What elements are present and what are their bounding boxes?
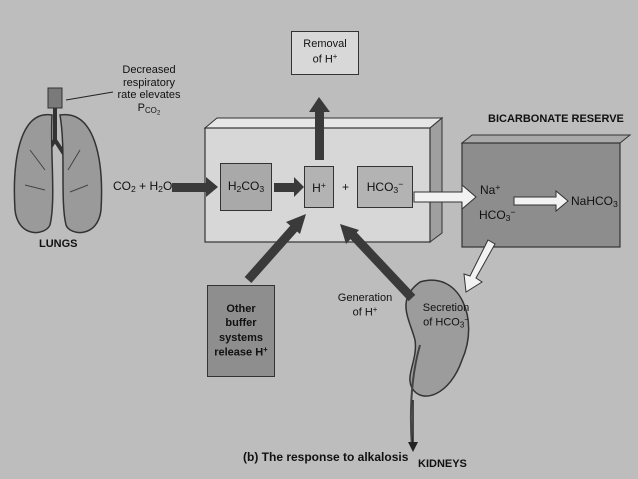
h2co3-box: H2CO3	[220, 163, 272, 211]
removal-box: Removal of H+	[291, 31, 359, 75]
secretion-line-1: Secretion	[422, 302, 470, 314]
buffer-release-arrow	[244, 214, 306, 283]
other-buffer-line-1: Other	[226, 303, 256, 316]
h2co3-sub1: 2	[236, 184, 242, 195]
other-buffer-box: Other buffer systems release H+	[207, 285, 275, 377]
pco2-label: PCO2	[114, 102, 184, 117]
nahco3-sub: 3	[613, 199, 618, 210]
removal-arrow	[309, 97, 330, 160]
h-plus-base: H	[312, 180, 321, 195]
h2co3-label: H2CO3	[228, 179, 264, 194]
h2co3-h: H	[227, 179, 237, 194]
hco3-to-reserve-arrow	[413, 183, 477, 211]
pco2-sub: CO2	[144, 105, 161, 117]
removal-line2-text: of H	[312, 53, 333, 66]
decreased-respiratory-label: Decreased respiratory rate elevates PCO2	[114, 64, 184, 116]
na-base: Na	[480, 182, 496, 197]
other-buffer-line-4-wrap: release H+	[214, 345, 268, 360]
kidney-illustration	[405, 279, 470, 449]
kidney-ureter-arrow	[408, 400, 418, 452]
co2-to-h2co3-arrow	[172, 177, 218, 197]
na-label: Na+	[480, 182, 501, 198]
co2-base: CO	[113, 179, 131, 193]
plus-text: +	[135, 179, 150, 193]
pco2-sub2: 2	[156, 109, 161, 117]
reserve-hco3-label: HCO3−	[479, 207, 516, 224]
co2-h2o-label: CO2 + H2O	[113, 179, 173, 195]
hco3-base: HCO	[366, 179, 394, 194]
reserve-hco3-base: HCO	[479, 207, 506, 222]
generation-sup: +	[372, 304, 378, 314]
removal-sup: +	[332, 52, 338, 62]
nahco3-base: NaHCO	[571, 194, 614, 208]
pco2-base: P	[137, 101, 145, 114]
h-plus-sup: +	[320, 179, 326, 190]
h2o-base: H	[149, 179, 159, 193]
h-plus-box: H+	[304, 166, 334, 208]
hco3-sub: 3	[393, 185, 399, 196]
generation-arrow	[340, 224, 416, 302]
other-buffer-line-4: release H	[214, 346, 264, 359]
bicarbonate-reserve-title: BICARBONATE RESERVE	[488, 113, 624, 125]
decreased-line-3: rate elevates	[117, 89, 181, 102]
h2co3-mid: CO	[241, 179, 260, 194]
lungs-label: LUNGS	[39, 238, 78, 250]
h2co3-sub2: 3	[259, 184, 265, 195]
other-buffer-sup: +	[263, 345, 268, 355]
na-sup: +	[495, 182, 501, 192]
lungs-illustration	[13, 87, 114, 234]
secretion-label: Secretion of HCO3−	[418, 302, 474, 329]
co2-sub: 2	[131, 184, 136, 195]
generation-label: Generation of H+	[334, 292, 396, 319]
removal-line1: Removal	[303, 38, 347, 51]
generation-line-2: of H	[352, 306, 373, 319]
h2co3-to-h-arrow	[274, 177, 304, 197]
other-buffer-line-2: buffer	[225, 317, 257, 330]
reserve-hco3-sub: 3	[505, 213, 511, 224]
pco2-sub-text: CO	[144, 105, 157, 115]
secretion-sup: −	[464, 314, 469, 324]
secretion-line-2-wrap: of HCO3−	[418, 315, 474, 330]
hco3-box: HCO3−	[357, 166, 413, 208]
bicarbonate-reserve-box	[460, 134, 632, 248]
nahco3-label: NaHCO3	[571, 194, 618, 210]
generation-line-1: Generation	[337, 292, 393, 304]
figure-caption: (b) The response to alkalosis	[243, 450, 409, 464]
center-plus: +	[342, 180, 350, 194]
reserve-to-kidney-arrow	[463, 239, 496, 293]
secretion-line-2: of HCO	[423, 316, 460, 329]
secretion-sub: 3	[459, 320, 465, 330]
kidneys-label: KIDNEYS	[418, 458, 467, 470]
na-to-nahco3-arrow	[513, 189, 569, 213]
hco3-label: HCO3−	[367, 179, 404, 195]
h-plus-label: H+	[312, 180, 326, 195]
removal-line2: of H+	[313, 52, 338, 67]
h2o-tail: O	[162, 179, 173, 193]
reserve-hco3-sup: −	[510, 207, 516, 217]
decreased-line-1: Decreased	[122, 64, 176, 76]
generation-line-2-wrap: of H+	[334, 305, 396, 319]
decreased-line-2: respiratory	[123, 76, 175, 89]
h2o-sub: 2	[158, 184, 163, 195]
other-buffer-line-3: systems	[218, 331, 264, 344]
hco3-sup: −	[398, 178, 404, 189]
